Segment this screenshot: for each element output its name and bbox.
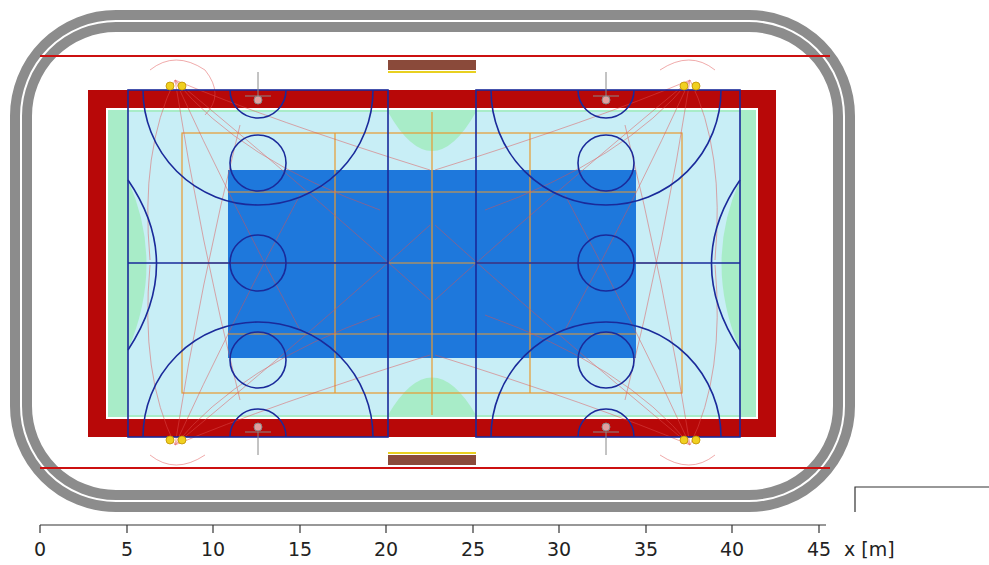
axis-tick-label: 45 <box>807 540 831 559</box>
floor-green <box>722 180 741 350</box>
hall-border <box>97 99 767 428</box>
floor-green <box>128 180 147 350</box>
basket <box>245 72 619 455</box>
bench-edge <box>388 452 476 454</box>
court-area <box>128 112 740 415</box>
running-track <box>21 21 844 501</box>
axis-tick-label: 20 <box>374 540 398 559</box>
x-axis <box>40 525 826 533</box>
luminaire <box>166 82 700 444</box>
axis-tick-label: 35 <box>634 540 658 559</box>
boundary-line <box>40 55 830 57</box>
reference-line <box>855 487 989 512</box>
axis-tick-label: 0 <box>34 540 46 559</box>
axis-tick-label: 15 <box>288 540 312 559</box>
track-lane-line <box>21 21 844 501</box>
axis-tick-label: 40 <box>720 540 744 559</box>
axis-title: x [m] <box>844 540 895 559</box>
floor-green <box>108 110 756 417</box>
bench <box>388 60 476 70</box>
axis-tick-label: 10 <box>201 540 225 559</box>
bench <box>388 455 476 465</box>
boundary-line <box>40 467 830 469</box>
basketball-lines <box>128 90 740 437</box>
axis-tick-label: 25 <box>461 540 485 559</box>
axis-tick-label: 5 <box>121 540 133 559</box>
bench-edge <box>388 71 476 73</box>
axis-tick-label: 30 <box>547 540 571 559</box>
